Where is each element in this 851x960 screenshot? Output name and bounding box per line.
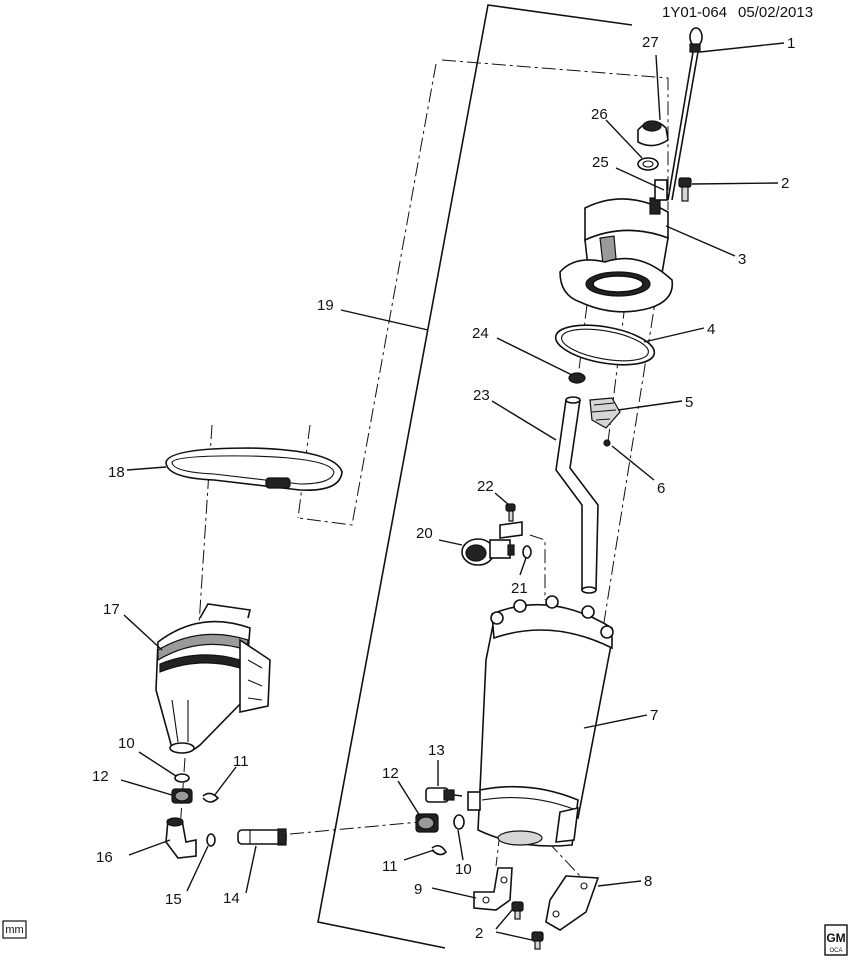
callout-23: 23 [473,387,490,404]
assembly-bracket [317,4,633,949]
canister [467,595,614,847]
callout-27: 27 [642,34,659,51]
units-text: mm [5,924,23,936]
callout-6: 6 [657,480,665,497]
elbow-fitting [165,817,197,859]
callout-22: 22 [477,478,494,495]
diagram-date: 05/02/2013 [738,4,813,21]
callout-5: 5 [685,394,693,411]
callout-13: 13 [428,742,445,759]
callout-12-left: 12 [92,768,109,785]
fitting-left [171,788,193,804]
callout-10-right: 10 [455,861,472,878]
callout-18: 18 [108,464,125,481]
washer-right [453,814,465,830]
callout-1: 1 [787,35,795,52]
callout-11-right: 11 [382,858,398,875]
gasket-ring [554,324,656,366]
callout-16: 16 [96,849,113,866]
callout-2-lower: 2 [475,925,483,942]
leader-lines [120,42,785,941]
sensor-20 [461,521,523,566]
housing-top [559,179,674,313]
tube-fitting [237,828,287,846]
callout-4: 4 [707,321,715,338]
dipstick [667,27,703,201]
callout-7: 7 [650,707,658,724]
fitting-right [415,813,439,833]
logo-text: GM [826,931,845,945]
callout-9: 9 [414,881,422,898]
callout-11-left: 11 [233,753,249,770]
callout-2: 2 [781,175,789,192]
clip-left [202,792,220,803]
bracket-8 [545,875,600,931]
callout-12-right: 12 [382,765,399,782]
screen [589,397,621,429]
small-screw [603,439,611,447]
logo-subtext: OCA [829,948,842,954]
o-ring-15 [206,833,216,847]
callout-10-left: 10 [118,735,135,752]
bolt-top [678,177,692,202]
callout-8: 8 [644,873,652,890]
callout-labels: 1 2 2 3 4 5 6 7 8 9 10 10 11 11 12 12 13… [92,34,795,942]
callout-24: 24 [472,325,489,342]
callout-17: 17 [103,601,120,618]
callout-14: 14 [223,890,240,907]
sensor-13 [425,787,463,803]
callout-3: 3 [738,251,746,268]
clip-right [431,844,448,856]
callout-19: 19 [317,297,334,314]
bolt-22 [505,503,516,522]
o-ring-21 [522,545,532,559]
grommet [568,372,586,384]
units-badge: mm [2,920,27,939]
washer-left [174,773,190,783]
bracket-9 [473,867,513,911]
filler-cap [637,120,669,171]
pickup-tube [555,396,599,594]
callout-21: 21 [511,580,528,597]
callout-25: 25 [592,154,609,171]
callout-20: 20 [416,525,433,542]
bolt-lower-a [511,901,524,920]
callout-15: 15 [165,891,182,908]
gm-logo: GM OCA [824,924,848,956]
callout-26: 26 [591,106,608,123]
strap [165,447,343,491]
bolt-lower-b [531,931,544,950]
diagram-code: 1Y01-064 [662,4,727,21]
reservoir [155,603,271,754]
